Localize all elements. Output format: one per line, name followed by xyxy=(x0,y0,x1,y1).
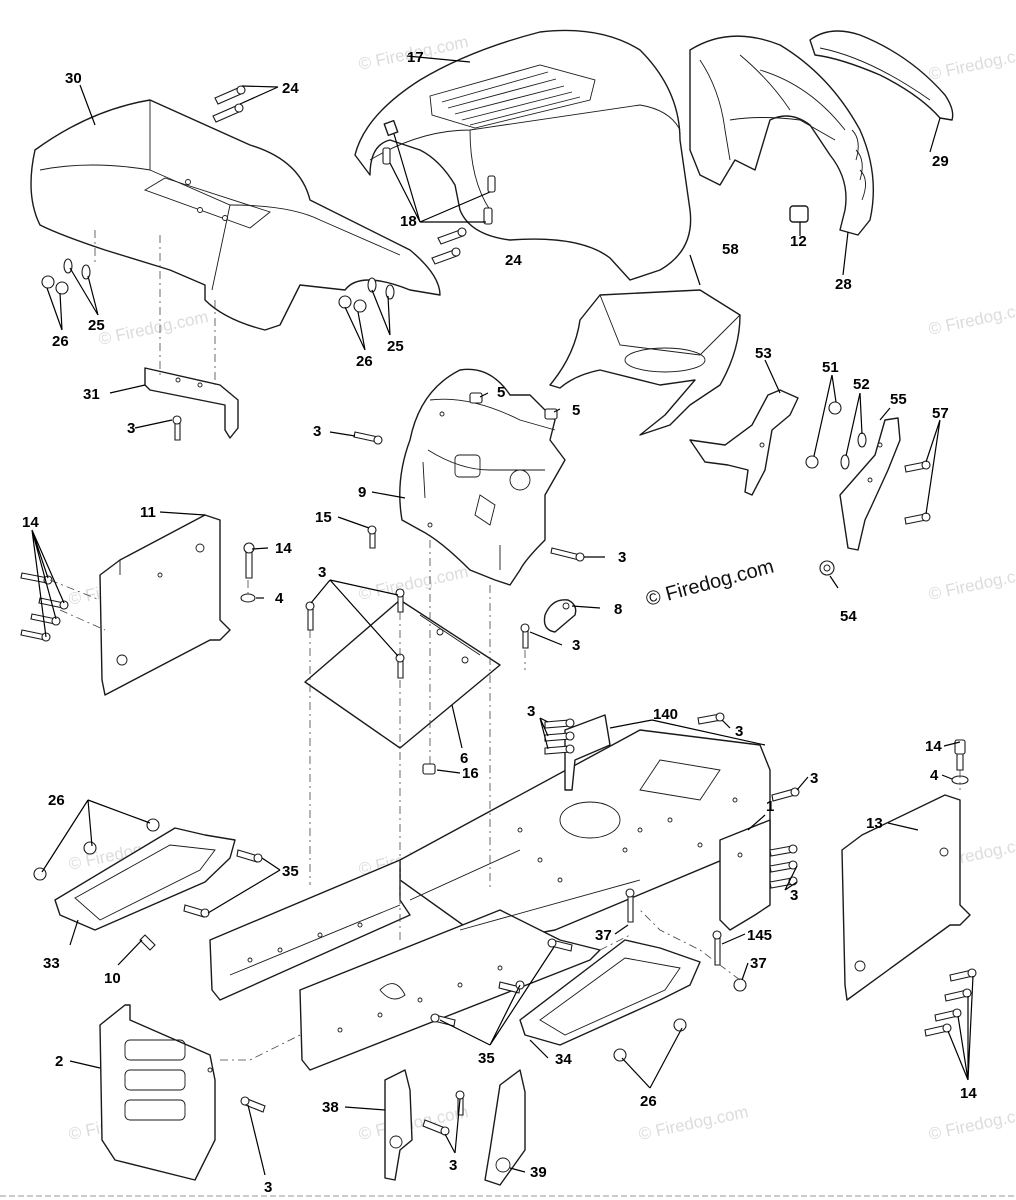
callout-26: 26 xyxy=(640,1093,657,1110)
callout-14: 14 xyxy=(925,738,942,755)
callout-15: 15 xyxy=(315,509,332,526)
bracket-part-39 xyxy=(484,1069,526,1186)
grille-insert-part-29 xyxy=(809,30,954,121)
side-panel-part-13 xyxy=(841,794,971,1001)
callout-3: 3 xyxy=(449,1157,457,1174)
watermark: © Firedog.com xyxy=(927,1102,1016,1144)
hood-bumpers-part-18 xyxy=(382,147,496,225)
clip-part-12 xyxy=(789,205,809,223)
callout-10: 10 xyxy=(104,970,121,987)
frame-holes xyxy=(247,797,738,1033)
callout-25: 25 xyxy=(88,317,105,334)
callout-14: 14 xyxy=(22,514,39,531)
callout-52: 52 xyxy=(853,376,870,393)
callout-1: 1 xyxy=(766,798,774,815)
callout-53: 53 xyxy=(755,345,772,362)
callout-34: 34 xyxy=(555,1051,572,1068)
callout-14: 14 xyxy=(960,1085,977,1102)
callout-28: 28 xyxy=(835,276,852,293)
cam-part-8 xyxy=(543,599,577,633)
callout-37: 37 xyxy=(595,927,612,944)
callout-35: 35 xyxy=(282,863,299,880)
alignment-lines xyxy=(49,230,961,1061)
callout-17: 17 xyxy=(407,49,424,66)
leader-lines xyxy=(31,55,974,1176)
callout-58: 58 xyxy=(722,241,739,258)
callout-3: 3 xyxy=(313,423,321,440)
callout-140: 140 xyxy=(653,706,678,723)
fender-bolts-upper xyxy=(212,85,467,265)
callout-3: 3 xyxy=(127,420,135,437)
callout-12: 12 xyxy=(790,233,807,250)
watermark: © Firedog.com xyxy=(97,307,210,349)
callout-2: 2 xyxy=(55,1053,63,1070)
watermark: © Firedog.com xyxy=(927,562,1016,604)
watermark: © Firedog.com xyxy=(927,297,1016,339)
callout-9: 9 xyxy=(358,484,366,501)
callout-31: 31 xyxy=(83,386,100,403)
callout-13: 13 xyxy=(866,815,883,832)
fender-nuts-washers-right xyxy=(338,277,395,313)
callout-54: 54 xyxy=(840,608,857,625)
bracket-part-53 xyxy=(689,389,799,496)
callout-3: 3 xyxy=(810,770,818,787)
callout-55: 55 xyxy=(890,391,907,408)
callout-24: 24 xyxy=(505,252,522,269)
bracket-part-140 xyxy=(564,714,611,791)
bracket-part-38 xyxy=(384,1069,413,1181)
callout-16: 16 xyxy=(462,765,479,782)
callout-3: 3 xyxy=(527,703,535,720)
callout-3: 3 xyxy=(790,887,798,904)
callout-14: 14 xyxy=(275,540,292,557)
hood-grille-slots xyxy=(429,64,596,129)
callout-18: 18 xyxy=(400,213,417,230)
rear-panel-part-2 xyxy=(99,1004,216,1181)
dash-panel-part-58 xyxy=(549,289,741,436)
footrest-part-34 xyxy=(519,939,701,1046)
callout-39: 39 xyxy=(530,1164,547,1181)
copyright-label: © Firedog.com xyxy=(644,556,777,611)
callout-51: 51 xyxy=(822,359,839,376)
callout-8: 8 xyxy=(614,601,622,618)
watermark: © Firedog.com xyxy=(357,562,470,604)
callout-25: 25 xyxy=(387,338,404,355)
callout-3: 3 xyxy=(735,723,743,740)
callout-24: 24 xyxy=(282,80,299,97)
callout-11: 11 xyxy=(140,504,156,521)
callout-3: 3 xyxy=(318,564,326,581)
callout-30: 30 xyxy=(65,70,82,87)
callout-38: 38 xyxy=(322,1099,339,1116)
bracket-part-31 xyxy=(144,367,239,439)
frame-bracket-right xyxy=(719,819,771,931)
callout-5: 5 xyxy=(572,402,580,419)
callout-37: 37 xyxy=(750,955,767,972)
callout-3: 3 xyxy=(572,637,580,654)
callout-35: 35 xyxy=(478,1050,495,1067)
hood-part-17 xyxy=(354,29,692,281)
callout-145: 145 xyxy=(747,927,772,944)
callout-6: 6 xyxy=(460,750,468,767)
callout-29: 29 xyxy=(932,153,949,170)
callout-26: 26 xyxy=(52,333,69,350)
callout-4: 4 xyxy=(930,767,939,784)
grille-part-28 xyxy=(689,35,874,236)
watermark: © Firedog.com xyxy=(357,1102,470,1144)
callout-5: 5 xyxy=(497,384,505,401)
watermark: © Firedog.com xyxy=(927,42,1016,84)
callout-26: 26 xyxy=(48,792,65,809)
side-panel-part-11 xyxy=(99,514,231,696)
callout-57: 57 xyxy=(932,405,949,422)
dash-tower-part-9 xyxy=(399,368,566,586)
callout-labels: 30 24 17 29 18 24 12 28 25 26 25 26 58 3… xyxy=(22,49,977,1196)
callout-33: 33 xyxy=(43,955,60,972)
footrest-part-33 xyxy=(54,827,236,931)
callout-3: 3 xyxy=(618,549,626,566)
bracket-part-55 xyxy=(839,417,901,551)
fender-nuts-washers-left xyxy=(41,258,91,295)
callout-26: 26 xyxy=(356,353,373,370)
callout-3: 3 xyxy=(264,1179,272,1196)
callout-4: 4 xyxy=(275,590,284,607)
main-frame-part-1 xyxy=(209,729,771,1071)
